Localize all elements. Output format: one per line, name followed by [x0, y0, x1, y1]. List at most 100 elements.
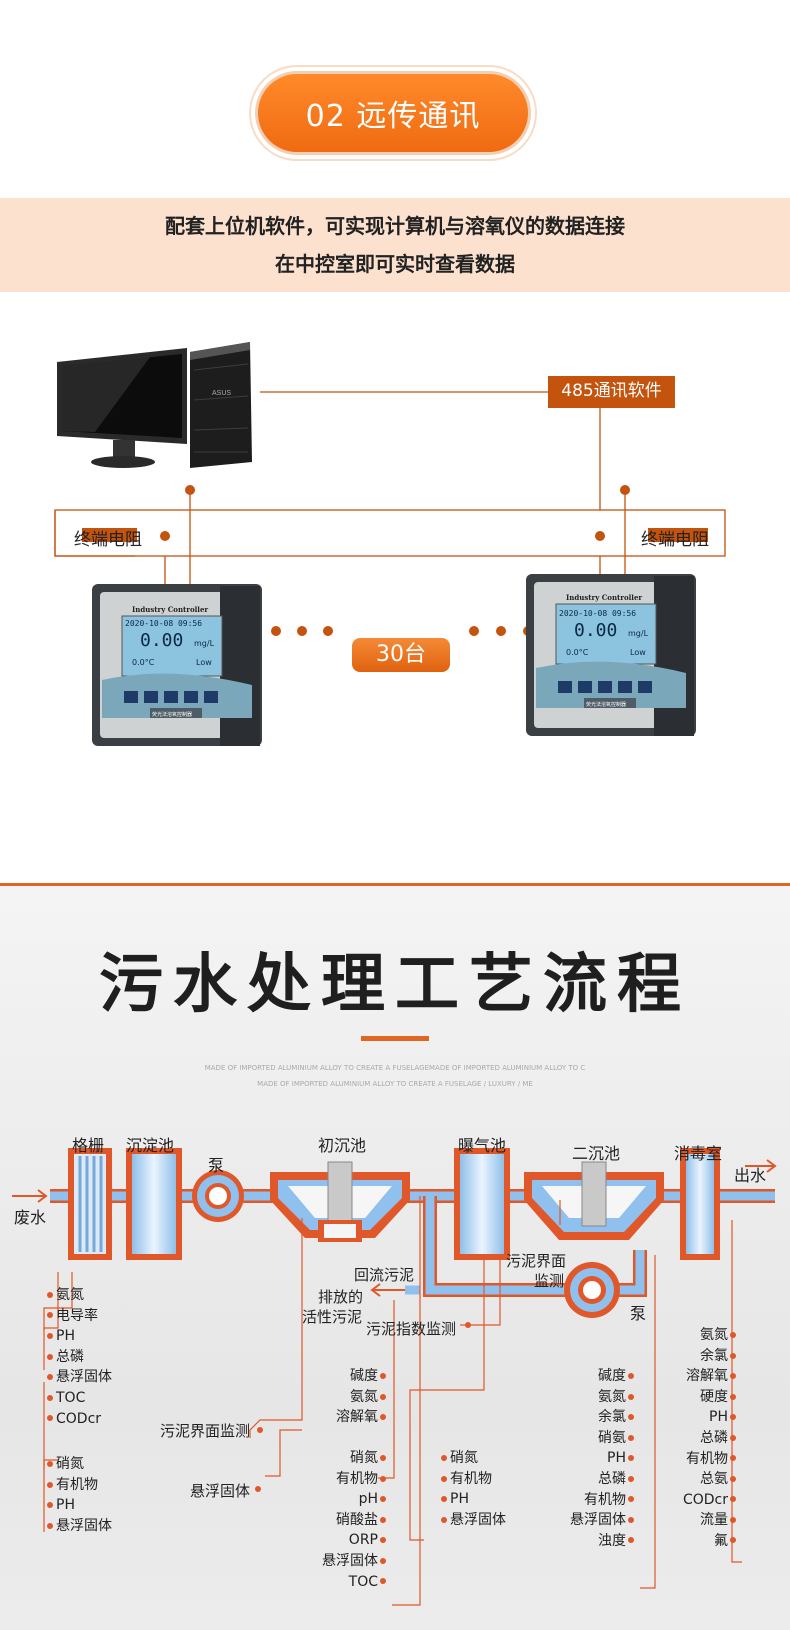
stage-label-aeration: 曝气池 — [458, 1136, 507, 1155]
list-item: 碱度 — [350, 1368, 378, 1384]
list-item: PH — [607, 1450, 626, 1467]
list-item: 悬浮固体 — [570, 1512, 626, 1529]
computer-icon: ASUS — [57, 342, 252, 468]
device-unit: mg/L — [628, 629, 649, 638]
list-item: 电导率 — [56, 1307, 98, 1324]
outlet-parameter-list: 氨氮 余氯 溶解氧 硬度 PH 总磷 有机物 总氨 CODcr 流量 氟 — [683, 1325, 728, 1552]
list-item: 碱度 — [598, 1368, 626, 1384]
fine-print-2: MADE OF IMPORTED ALUMINIUM ALLOY TO CREA… — [257, 1080, 533, 1088]
list-item: 总磷 — [598, 1470, 626, 1487]
discharge-label-2: 活性污泥 — [302, 1308, 363, 1326]
process-flow-diagram — [12, 1148, 777, 1606]
section-badge: 02 远传通讯 — [255, 71, 531, 155]
intro-line-2: 在中控室即可实时查看数据 — [275, 252, 515, 276]
list-item: 有机物 — [584, 1491, 626, 1508]
suspended-solids-label: 悬浮固体 — [190, 1482, 251, 1500]
list-item: 悬浮固体 — [56, 1369, 112, 1386]
list-item: 浊度 — [598, 1532, 626, 1549]
list-item: 流量 — [700, 1512, 728, 1529]
list-item: 总磷 — [700, 1429, 728, 1446]
list-item: PH — [56, 1497, 75, 1514]
pc-brand: ASUS — [212, 390, 231, 397]
device-status: Low — [196, 658, 212, 667]
return-sludge-label: 回流污泥 — [354, 1266, 415, 1284]
list-item: 硝氮 — [56, 1456, 84, 1472]
device-unit: mg/L — [194, 639, 215, 648]
pump-1-icon — [192, 1170, 244, 1222]
disinfection-tank — [680, 1148, 720, 1260]
list-item: 硝氮 — [350, 1450, 378, 1466]
list-item: 氨氮 — [700, 1327, 728, 1343]
list-item: 有机物 — [450, 1470, 492, 1487]
list-item: 硝酸盐 — [336, 1511, 378, 1528]
section-badge-label: 02 远传通讯 — [305, 99, 481, 134]
stage-label-pump1: 泵 — [208, 1156, 225, 1175]
settling-tank — [126, 1148, 182, 1260]
list-item: 氨氮 — [598, 1388, 626, 1405]
discharge-label-1: 排放的 — [318, 1288, 364, 1306]
list-item: 有机物 — [56, 1476, 98, 1493]
intro-line-1: 配套上位机软件，可实现计算机与溶氧仪的数据连接 — [165, 214, 625, 238]
list-item: 氟 — [714, 1532, 728, 1549]
stage-label-pump2: 泵 — [630, 1304, 647, 1323]
device-title: Industry Controller — [566, 593, 642, 602]
network-diagram: ASUS Industry Controller 2020-10-08 09:5… — [54, 342, 726, 746]
controller-device-left: Industry Controller 2020-10-08 09:56 0.0… — [92, 584, 262, 746]
list-item: 溶解氧 — [336, 1409, 378, 1426]
list-item: 硝氨 — [598, 1429, 626, 1446]
list-item: TOC — [56, 1389, 86, 1406]
mid-parameter-list: 硝氮 有机物 PH 悬浮固体 — [450, 1448, 506, 1530]
device-temp: 0.0°C — [132, 658, 155, 667]
pump-2-icon — [564, 1262, 620, 1318]
list-item: 硬度 — [700, 1388, 728, 1405]
list-item: 总磷 — [56, 1348, 84, 1365]
stage-label-inflow: 废水 — [14, 1208, 47, 1227]
device-datetime: 2020-10-08 09:56 — [125, 619, 202, 628]
rs485-bus — [54, 509, 726, 557]
device-title: Industry Controller — [132, 605, 208, 614]
list-item: PH — [450, 1491, 469, 1508]
sludge-interface-label-2: 监测 — [534, 1272, 565, 1290]
list-item: 悬浮固体 — [56, 1517, 112, 1534]
sludge-interface-monitor-label: 污泥界面监测 — [160, 1422, 251, 1440]
terminal-resistor-left-label: 终端电阻 — [74, 530, 142, 550]
secondary-parameter-list: 碱度 氨氮 余氯 硝氨 PH 总磷 有机物 悬浮固体 浊度 — [570, 1366, 626, 1551]
list-item: 余氯 — [700, 1347, 728, 1364]
inlet-parameter-list: 氨氮 电导率 PH 总磷 悬浮固体 TOC CODcr — [56, 1285, 112, 1429]
list-item: 硝氮 — [450, 1450, 478, 1466]
list-item: 悬浮固体 — [450, 1511, 506, 1528]
device-count-tag: 30台 — [352, 638, 450, 672]
intro-band: 配套上位机软件，可实现计算机与溶氧仪的数据连接 在中控室即可实时查看数据 — [0, 198, 790, 292]
device-keys — [558, 681, 652, 693]
device-status: Low — [630, 648, 646, 657]
stage-label-secondary: 二沉池 — [572, 1144, 621, 1163]
secondary-clarifier — [524, 1161, 664, 1240]
bus-node — [595, 531, 605, 541]
sludge-interface-label-1: 污泥界面 — [506, 1252, 567, 1270]
bus-node — [620, 485, 630, 495]
stage-label-settling: 沉淀池 — [126, 1136, 175, 1155]
inlet-parameter-list-2: 硝氮 有机物 PH 悬浮固体 — [56, 1454, 112, 1536]
list-item: CODcr — [682, 1491, 728, 1508]
list-item: 有机物 — [686, 1450, 728, 1467]
title-underline — [361, 1036, 429, 1041]
device-value: 0.00 — [574, 620, 617, 641]
fine-print-1: MADE OF IMPORTED ALUMINIUM ALLOY TO CREA… — [204, 1064, 586, 1072]
return-pipe — [425, 1196, 590, 1295]
bus-node — [185, 485, 195, 495]
device-footer: 荧光法溶氧控制器 — [586, 701, 626, 708]
device-keys — [124, 691, 218, 703]
stage-label-grille: 格栅 — [72, 1136, 105, 1155]
sludge-index-label: 污泥指数监测 — [366, 1320, 457, 1338]
list-item: TOC — [348, 1573, 378, 1590]
list-item: PH — [56, 1328, 75, 1345]
list-item: 悬浮固体 — [322, 1552, 378, 1569]
process-title: 污水处理工艺流程 — [99, 947, 691, 1022]
device-footer: 荧光法溶氧控制器 — [152, 711, 192, 718]
list-item: pH — [358, 1491, 378, 1508]
stage-label-disinfection: 消毒室 — [674, 1144, 723, 1163]
list-item: 总氨 — [700, 1471, 728, 1488]
primary-clarifier — [270, 1161, 410, 1242]
bus-node — [160, 531, 170, 541]
terminal-resistor-right-label: 终端电阻 — [641, 530, 709, 550]
